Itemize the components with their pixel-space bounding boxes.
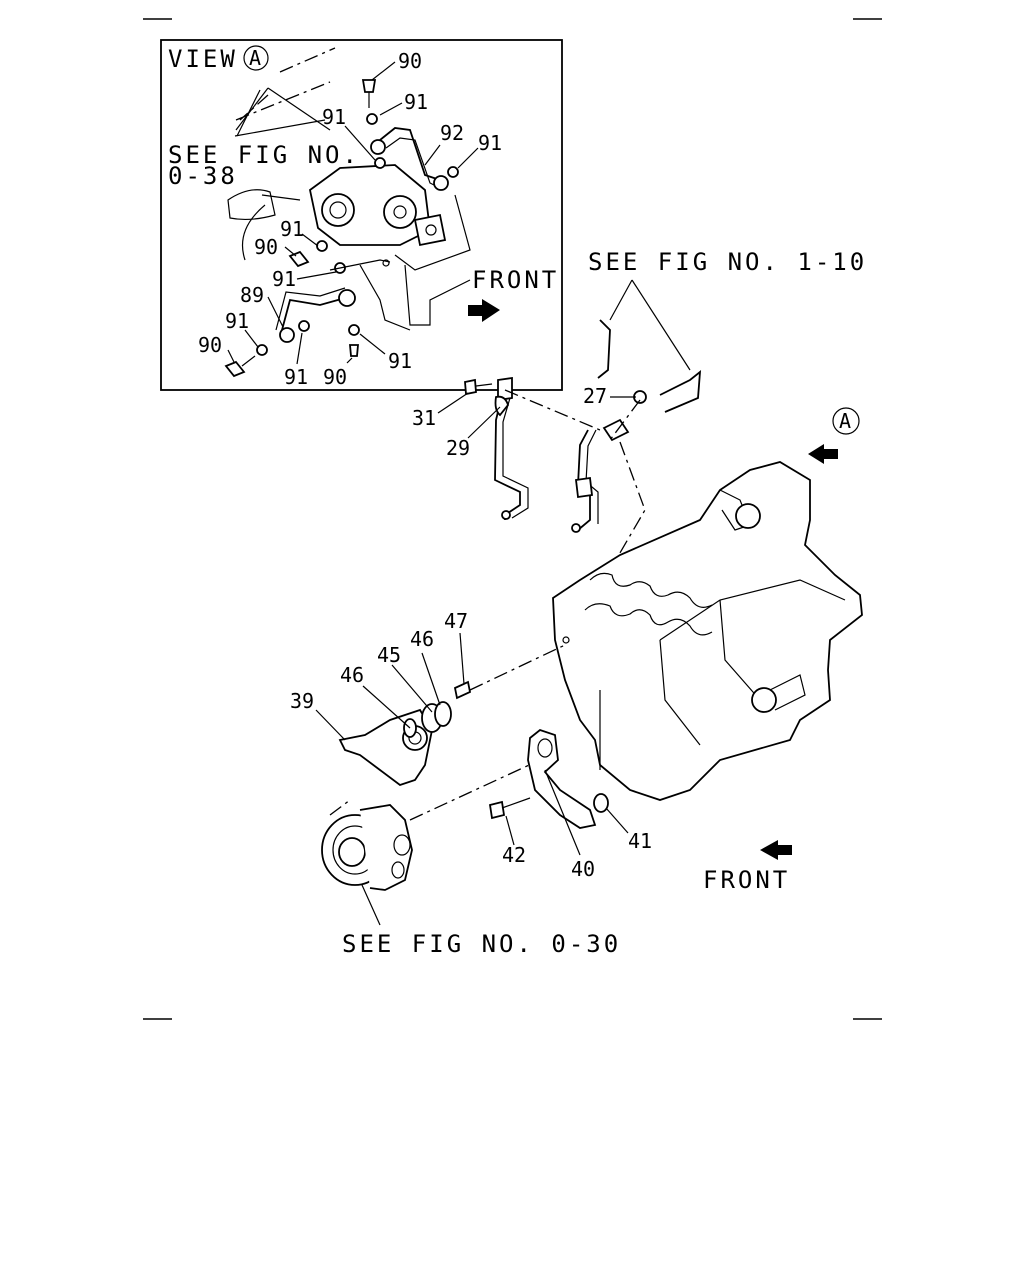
ref-fig-top: SEE FIG NO. 1-10 bbox=[588, 248, 867, 276]
callout-91: 91 bbox=[280, 217, 304, 241]
inset-title-letter: A bbox=[249, 46, 261, 70]
callout-90: 90 bbox=[323, 365, 347, 389]
front-arrow-icon bbox=[760, 840, 792, 860]
callout-91: 91 bbox=[225, 309, 249, 333]
view-a-marker-circle bbox=[832, 407, 860, 435]
bypass-pipe bbox=[488, 728, 609, 829]
inset-ref-fig-num: 0-38 bbox=[168, 162, 238, 190]
callout-29: 29 bbox=[446, 436, 470, 460]
callout-27: 27 bbox=[583, 384, 607, 408]
main-front-label: FRONT bbox=[703, 866, 790, 894]
callout-47: 47 bbox=[444, 609, 468, 633]
coolant-pipes bbox=[464, 319, 702, 533]
inset-frame bbox=[160, 39, 563, 391]
main-callouts: 31 29 27 47 46 45 46 39 42 40 41 bbox=[290, 384, 652, 881]
inset-front-label: FRONT bbox=[472, 266, 559, 294]
callout-91: 91 bbox=[322, 105, 346, 129]
ref-fig-bottom: SEE FIG NO. 0-30 bbox=[342, 930, 621, 958]
inset-pump-body bbox=[227, 164, 447, 261]
callout-39: 39 bbox=[290, 689, 314, 713]
callout-45: 45 bbox=[377, 643, 401, 667]
view-arrow-icon bbox=[808, 444, 838, 464]
callout-41: 41 bbox=[628, 829, 652, 853]
inset-ref-fig: SEE FIG NO. bbox=[168, 141, 360, 169]
callout-90: 90 bbox=[398, 49, 422, 73]
callout-91: 91 bbox=[272, 267, 296, 291]
thermostat-housing bbox=[338, 644, 566, 787]
callout-40: 40 bbox=[571, 857, 595, 881]
callout-46: 46 bbox=[340, 663, 364, 687]
callout-90: 90 bbox=[254, 235, 278, 259]
inset-callouts: 90 91 91 92 91 91 90 91 89 91 90 91 91 9… bbox=[198, 49, 502, 389]
inset-title: VIEW bbox=[168, 45, 238, 73]
front-arrow-icon bbox=[468, 299, 500, 322]
callout-31: 31 bbox=[412, 406, 436, 430]
callout-92: 92 bbox=[440, 121, 464, 145]
view-a-marker: A bbox=[839, 409, 851, 433]
main-diagram: SEE FIG NO. 1-10 A bbox=[290, 248, 867, 958]
callout-91: 91 bbox=[388, 349, 412, 373]
callout-91: 91 bbox=[284, 365, 308, 389]
callout-91: 91 bbox=[404, 90, 428, 114]
callout-46: 46 bbox=[410, 627, 434, 651]
inset-view-a: VIEW A SEE FIG NO. 0-38 bbox=[160, 39, 563, 391]
water-pump bbox=[321, 759, 541, 891]
corner-marks bbox=[143, 18, 882, 1020]
callout-89: 89 bbox=[240, 283, 264, 307]
callout-91: 91 bbox=[478, 131, 502, 155]
main-leaders bbox=[315, 392, 636, 926]
callout-90: 90 bbox=[198, 333, 222, 357]
engine-block bbox=[552, 461, 863, 801]
inset-leaders bbox=[227, 61, 479, 365]
callout-42: 42 bbox=[502, 843, 526, 867]
inset-title-circle bbox=[243, 45, 269, 71]
